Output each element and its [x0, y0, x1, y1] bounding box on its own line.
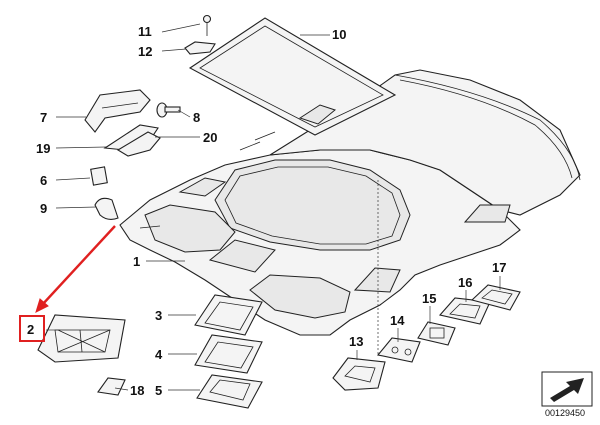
- frame-part-3: [194, 294, 263, 336]
- callout-8: 8: [193, 110, 200, 125]
- highlight-box: [19, 315, 45, 342]
- callout-7: 7: [40, 110, 47, 125]
- direction-arrow-icon: [541, 371, 593, 407]
- callout-12: 12: [138, 44, 152, 59]
- blind-panel-part: [37, 314, 126, 363]
- leader-lines: [46, 23, 501, 391]
- grab-handle-part: [84, 89, 151, 133]
- console-part-5: [196, 374, 263, 409]
- callout-18: 18: [130, 383, 144, 398]
- callout-13: 13: [349, 334, 363, 349]
- bolt-part: [156, 102, 181, 118]
- lamp-part: [97, 377, 126, 396]
- callout-14: 14: [390, 313, 405, 328]
- diagram-code: 00129450: [545, 408, 585, 418]
- screw-part: [202, 14, 212, 36]
- highlight-arrow: [35, 225, 116, 313]
- callout-6: 6: [40, 173, 47, 188]
- bracket-part: [103, 124, 161, 157]
- sunroof-panel-part: [188, 17, 397, 136]
- callout-10: 10: [332, 27, 346, 42]
- light-unit-14: [376, 337, 421, 363]
- headliner-part: [119, 69, 581, 336]
- frame-part-4: [194, 334, 263, 374]
- callout-16: 16: [458, 275, 472, 290]
- frame-17: [470, 284, 521, 311]
- light-housing-13: [332, 357, 386, 391]
- callout-2: 2: [27, 322, 34, 337]
- callout-15: 15: [422, 291, 436, 306]
- callout-11: 11: [138, 24, 152, 39]
- callout-3: 3: [155, 308, 162, 323]
- light-unit-15: [417, 321, 456, 346]
- callout-5: 5: [155, 383, 162, 398]
- callout-1: 1: [133, 254, 140, 269]
- hook-part: [94, 197, 119, 221]
- clip-part: [184, 41, 216, 55]
- callout-19: 19: [36, 141, 50, 156]
- callout-4: 4: [155, 347, 163, 362]
- callout-20: 20: [203, 130, 217, 145]
- cover-cap-part: [90, 166, 108, 186]
- callout-9: 9: [40, 201, 47, 216]
- callout-17: 17: [492, 260, 506, 275]
